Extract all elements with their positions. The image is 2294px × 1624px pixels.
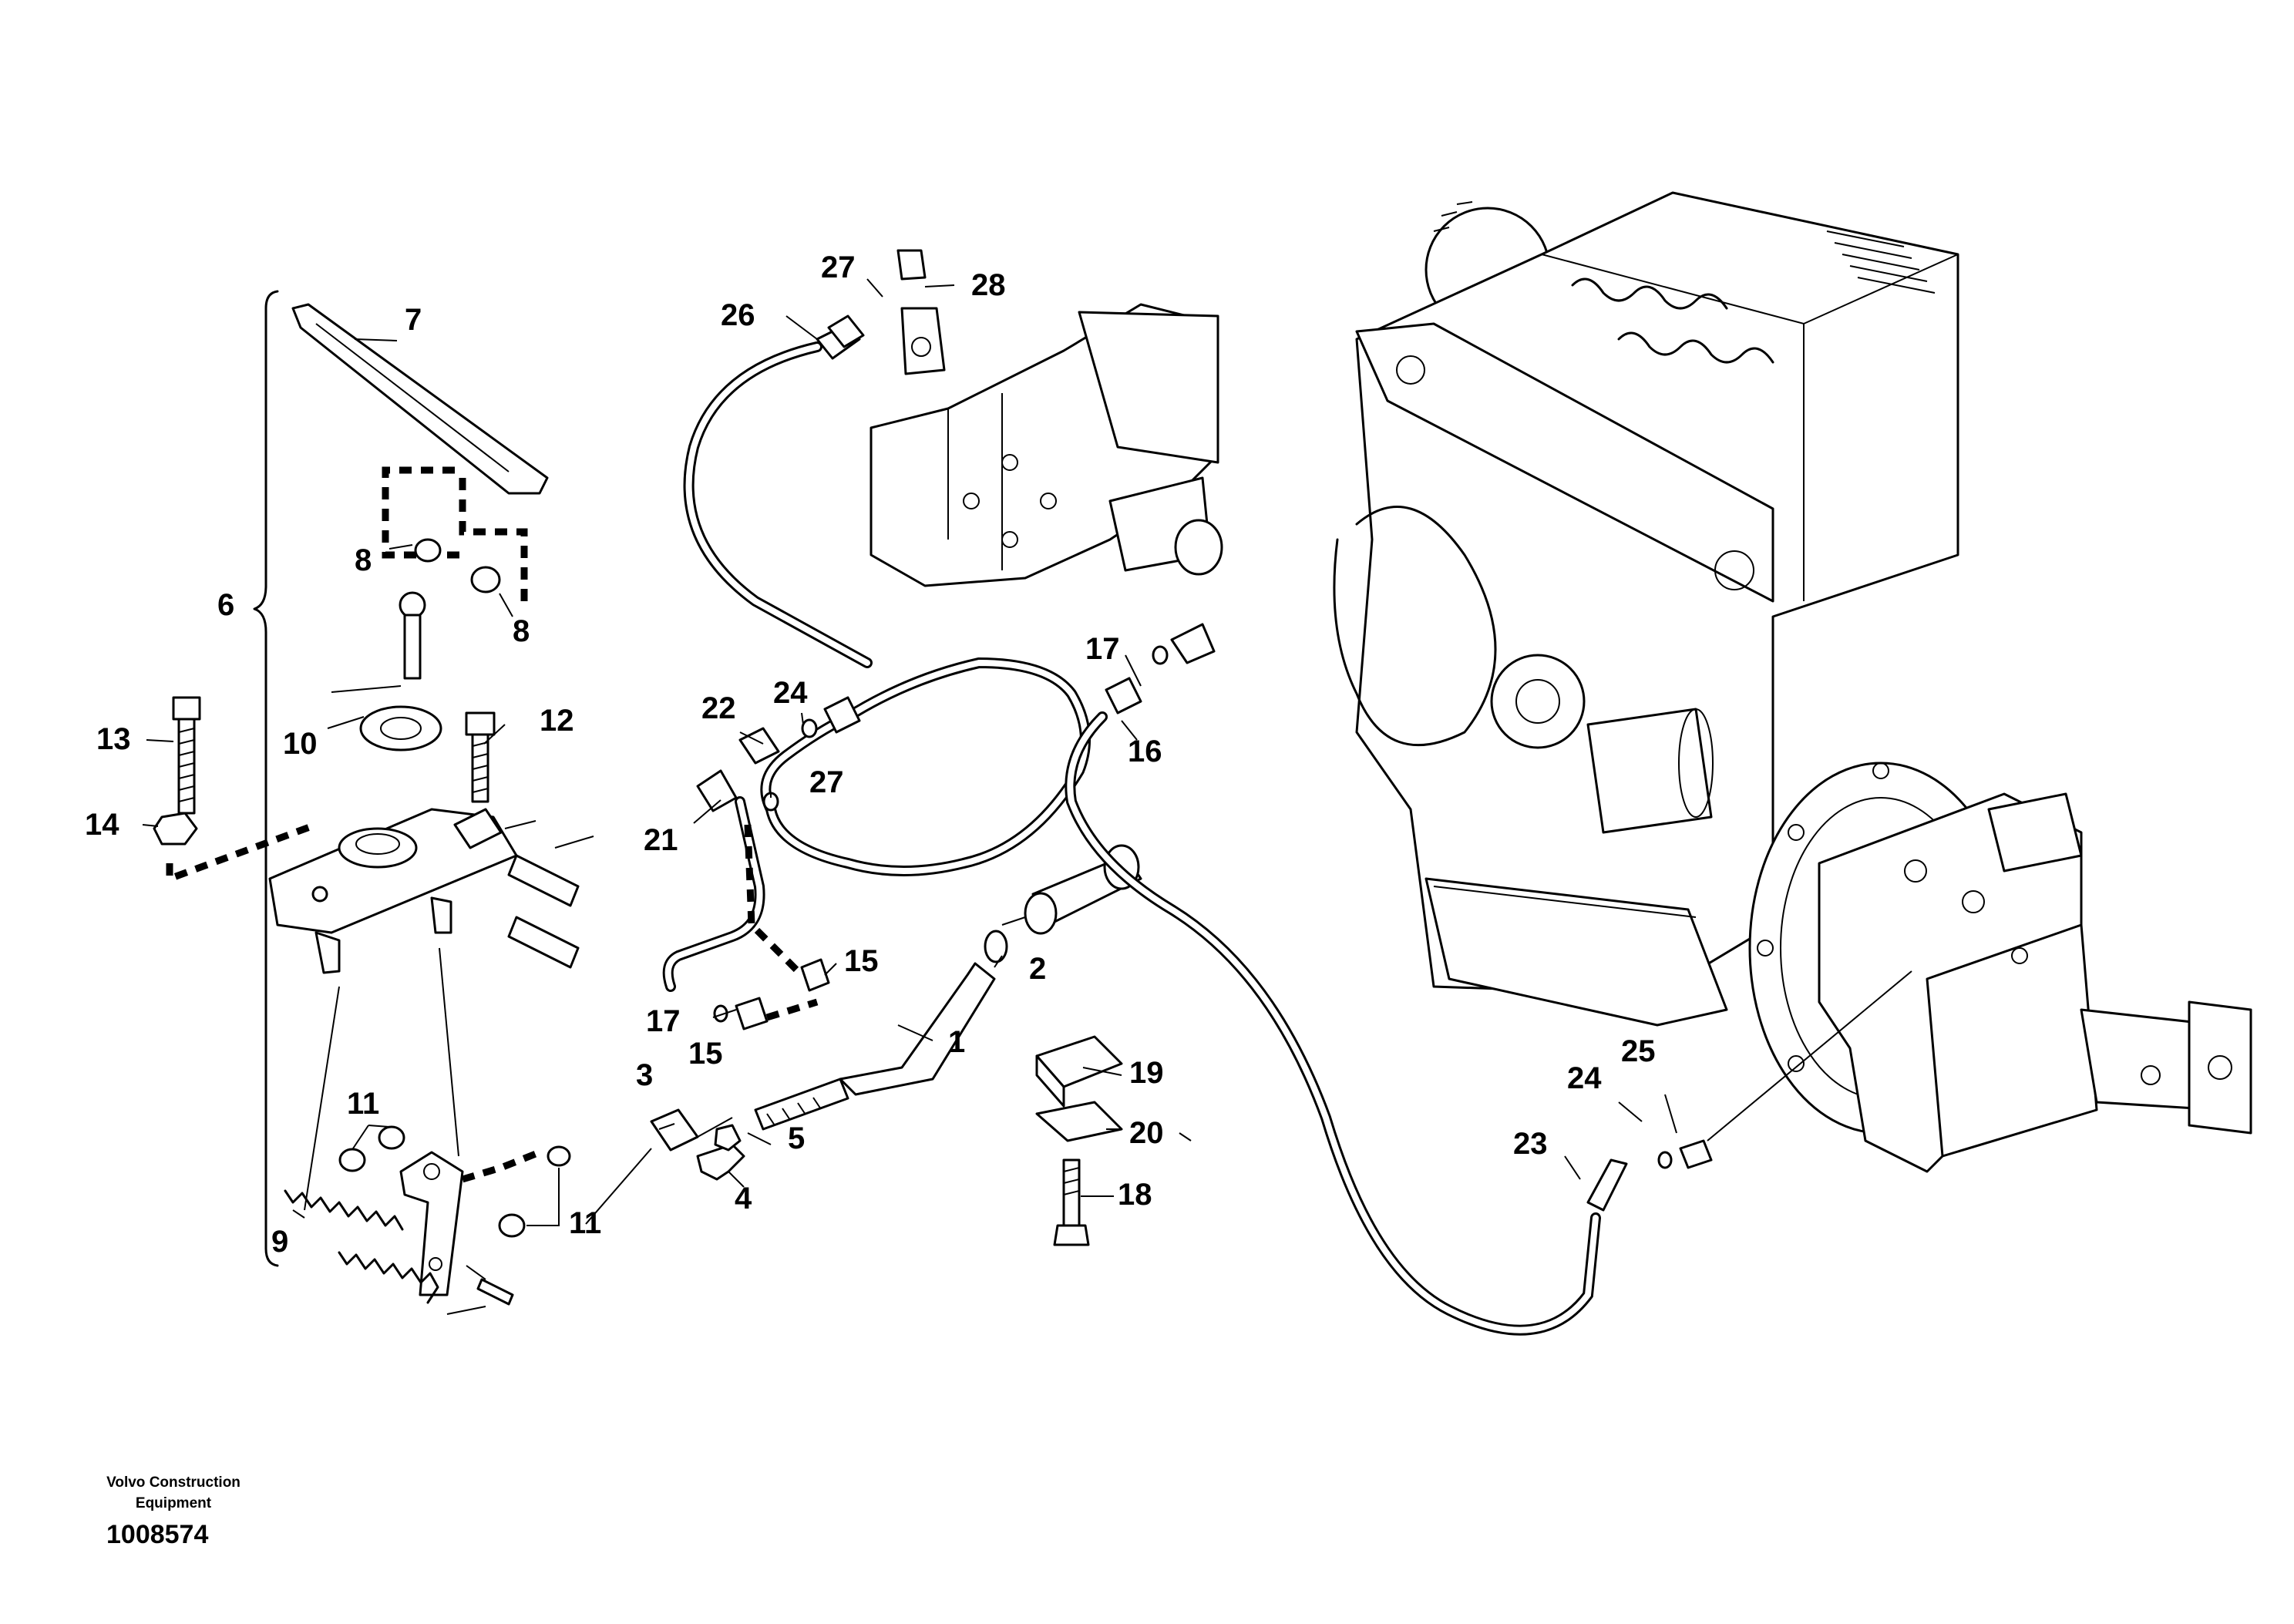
- callout-25: 25: [1621, 1034, 1656, 1068]
- callout-21: 21: [644, 823, 678, 857]
- callout-15a: 15: [844, 944, 879, 978]
- assembly-bracket: [253, 290, 279, 1267]
- callout-18: 18: [1118, 1178, 1152, 1212]
- callout-14: 14: [85, 808, 119, 842]
- adapter-fitting: [1679, 1139, 1713, 1169]
- adapter-fitting: [1170, 623, 1216, 664]
- return-spring: [338, 1251, 439, 1304]
- elbow-fitting: [696, 769, 738, 812]
- ball-stud: [399, 591, 426, 619]
- callout-17a: 17: [1085, 632, 1120, 666]
- adapter-fitting: [896, 249, 927, 281]
- hex-fitting: [827, 314, 865, 348]
- pedal-plate: [291, 303, 549, 495]
- callout-10: 10: [283, 727, 318, 761]
- return-spring: [284, 1189, 404, 1231]
- bolt: [465, 711, 496, 803]
- callout-2: 2: [1029, 952, 1046, 986]
- adapter-fitting: [800, 958, 830, 992]
- bushing: [378, 1125, 405, 1150]
- callout-4: 4: [735, 1182, 752, 1215]
- company-name: Volvo Construction Equipment: [85, 1472, 262, 1514]
- callout-12: 12: [540, 704, 574, 738]
- callout-5: 5: [788, 1121, 805, 1155]
- callout-24a: 24: [773, 676, 808, 710]
- o-ring: [1657, 1151, 1673, 1169]
- callout-28: 28: [971, 268, 1006, 302]
- callout-8a: 8: [355, 543, 372, 577]
- starter-motor: [1586, 708, 1713, 834]
- callout-27a: 27: [821, 250, 856, 284]
- lock-nut: [714, 1124, 742, 1152]
- bushing: [498, 1213, 526, 1238]
- alternator: [1490, 654, 1586, 749]
- callout-7: 7: [405, 303, 422, 337]
- company-line-2: Equipment: [135, 1495, 212, 1511]
- cotter-pin: [476, 1278, 514, 1306]
- clevis: [650, 1108, 699, 1152]
- hex-fitting: [1105, 677, 1142, 714]
- callout-6: 6: [217, 588, 234, 622]
- callout-11b: 11: [569, 1206, 601, 1240]
- callout-22: 22: [701, 691, 736, 725]
- bushing: [338, 1148, 366, 1172]
- hydraulic-hoses: [662, 322, 1628, 1336]
- callout-15b: 15: [688, 1037, 723, 1071]
- pedal-lever: [399, 1151, 464, 1296]
- o-ring: [801, 718, 818, 738]
- bushing: [414, 538, 442, 563]
- hose-clamp-group: [1035, 1035, 1123, 1246]
- clamp-plate: [1035, 1101, 1123, 1142]
- leader-lines: [142, 278, 1677, 1219]
- callout-3: 3: [636, 1058, 653, 1092]
- control-cylinder-group: [585, 844, 1142, 1225]
- o-ring: [762, 792, 779, 812]
- oil-pan: [1424, 877, 1728, 1027]
- control-cylinder: [839, 962, 996, 1096]
- o-ring: [1152, 645, 1169, 665]
- callout-13: 13: [96, 722, 131, 756]
- pin: [507, 916, 580, 969]
- rubber-boot: [359, 705, 442, 751]
- rod-end: [696, 1143, 745, 1181]
- callout-8b: 8: [513, 614, 530, 648]
- elbow-fitting: [738, 727, 780, 765]
- callout-11a: 11: [347, 1087, 379, 1121]
- bushing: [547, 1145, 571, 1167]
- callout-1: 1: [948, 1025, 965, 1059]
- bushing: [470, 566, 501, 593]
- nut: [153, 812, 198, 846]
- adapter-fitting: [735, 997, 769, 1031]
- hex-fitting: [823, 696, 861, 734]
- drawing-number: 1008574: [106, 1520, 209, 1549]
- callout-19: 19: [1129, 1056, 1164, 1090]
- engine: [1333, 191, 2252, 1173]
- callout-labels: 1 2 3 4 5 6 7 8 8 9 10 11 11 12 13 14 15…: [85, 250, 1656, 1259]
- callout-26: 26: [721, 298, 755, 332]
- callout-17b: 17: [646, 1004, 681, 1038]
- pedal-assembly: [153, 290, 594, 1315]
- callout-27b: 27: [809, 765, 844, 799]
- bolt: [172, 696, 201, 815]
- fittings: [696, 249, 1713, 1169]
- callout-9: 9: [271, 1225, 288, 1259]
- company-line-1: Volvo Construction: [106, 1474, 240, 1491]
- seal-ring: [984, 930, 1008, 963]
- pilot-pump: [870, 303, 1223, 587]
- callout-20: 20: [1129, 1116, 1164, 1150]
- callout-23: 23: [1513, 1127, 1548, 1161]
- drive-belt: [1333, 506, 1497, 747]
- callout-16: 16: [1128, 735, 1162, 768]
- callout-24b: 24: [1567, 1061, 1602, 1095]
- pin: [507, 854, 580, 907]
